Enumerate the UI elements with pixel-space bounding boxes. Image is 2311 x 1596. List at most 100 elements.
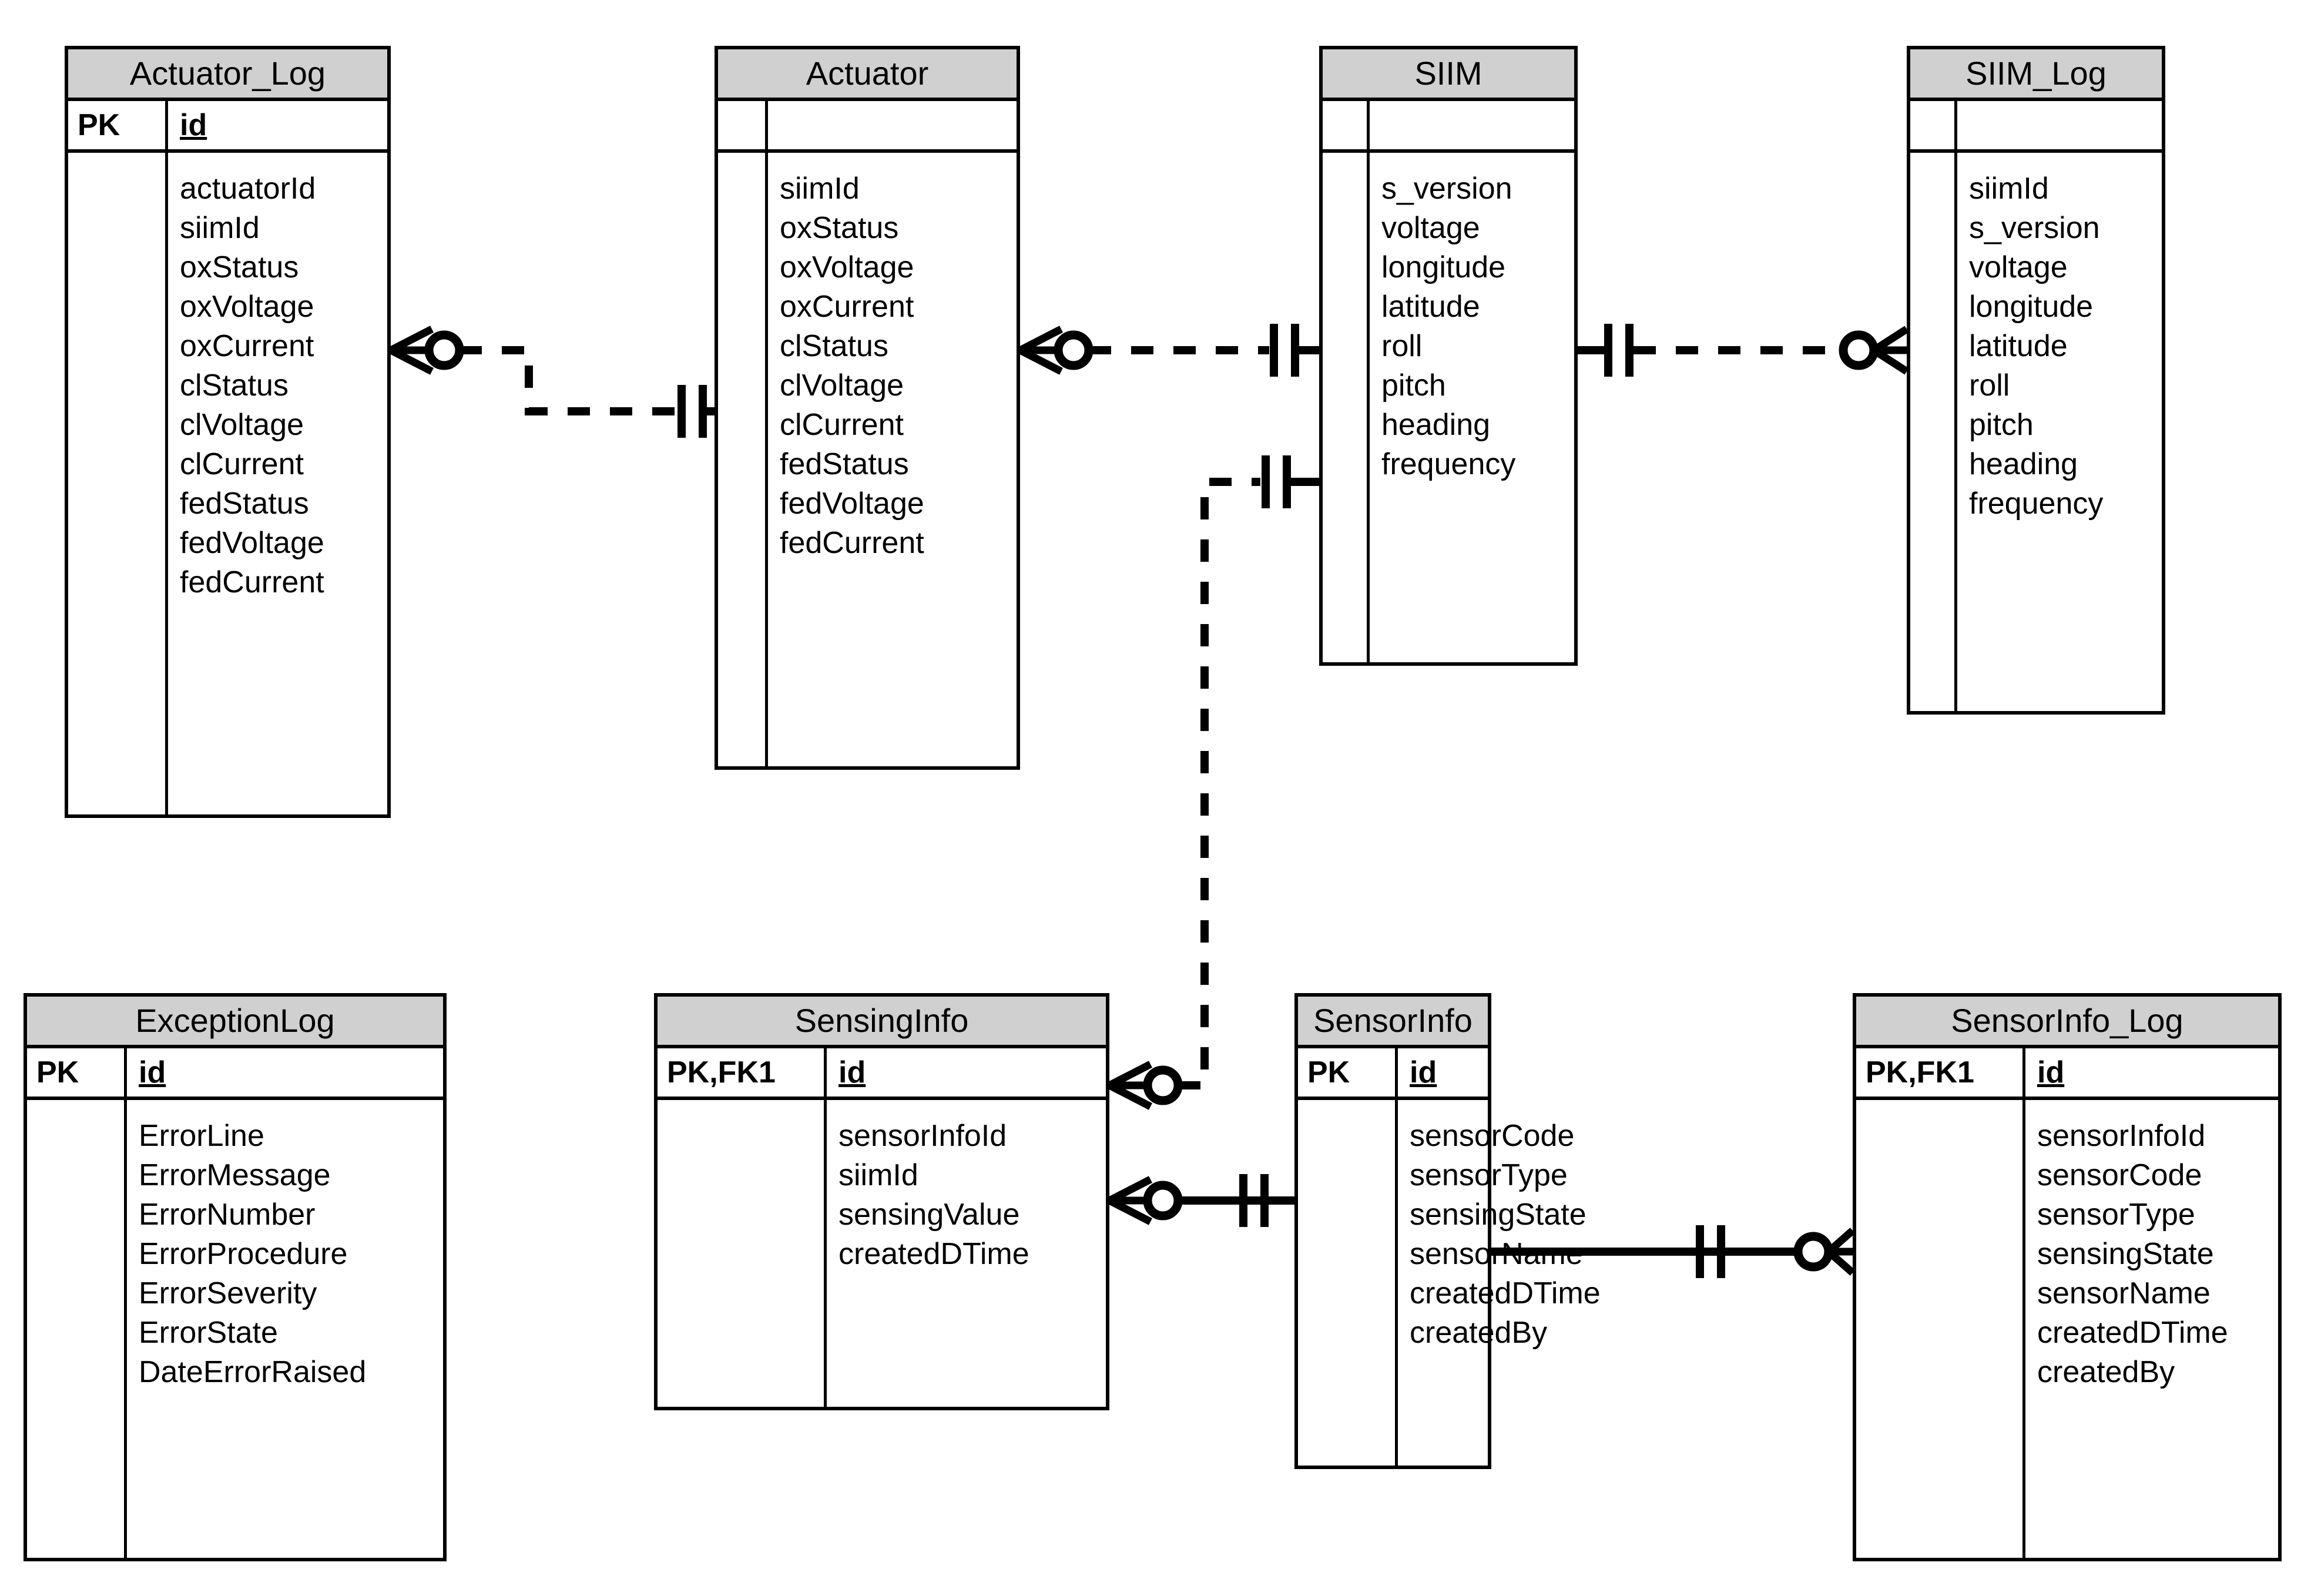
entity-title-sensing-info: SensingInfo [658,997,1106,1048]
attribute-item: ErrorSeverity [139,1276,317,1310]
key-label-actuator-log: PK [68,101,168,149]
entity-title-exception-log: ExceptionLog [27,997,443,1048]
attribute-item: oxVoltage [780,250,914,284]
key-field-text-sensor-info-log: id [2037,1055,2065,1089]
entity-title-actuator-log: Actuator_Log [68,49,387,101]
relationship-sensing-info-to-siim[interactable] [1108,455,1319,1110]
attribute-item: sensorCode [1410,1119,1575,1153]
exactly-one-icon [1578,324,1634,377]
exactly-one-icon [1262,455,1319,508]
attribute-item: oxStatus [780,211,899,245]
key-row-sensor-info-log: PK,FK1 id [1856,1048,2278,1100]
attribute-item: latitude [1969,329,2068,363]
exactly-one-icon [1270,324,1319,377]
attribute-item: sensingValue [838,1198,1020,1232]
key-label-sensor-info: PK [1298,1048,1398,1097]
key-label-actuator [718,101,768,149]
crowsfoot-zero-or-many-icon [1108,1061,1183,1110]
attribute-item: frequency [1381,447,1516,481]
attribute-item: latitude [1381,290,1480,324]
attribute-item: sensorType [2037,1198,2195,1232]
key-row-siim-log [1910,101,2162,153]
attribute-item: roll [1969,368,2010,403]
key-label-exception-log: PK [27,1048,127,1097]
key-field-exception-log: id [127,1048,166,1097]
attribute-item: sensorName [1410,1237,1583,1271]
key-row-sensor-info: PK id [1298,1048,1488,1100]
key-field-sensor-info-log: id [2025,1048,2064,1097]
attr-keycol-siim-log [1910,153,1957,711]
attribute-item: fedCurrent [180,565,324,599]
entity-title-siim-log: SIIM_Log [1910,49,2162,101]
attribute-item: clCurrent [780,408,904,442]
attribute-item: s_version [1969,211,2100,245]
attribute-item: oxStatus [180,250,299,284]
attribute-item: pitch [1381,368,1446,403]
attribute-item: oxCurrent [780,290,914,324]
attribute-item: clCurrent [180,447,304,481]
key-row-actuator-log: PK id [68,101,387,153]
attribute-item: siimId [180,211,260,245]
attr-keycol-actuator [718,153,768,766]
key-field-text-sensor-info: id [1410,1055,1437,1089]
attribute-item: createdBy [2037,1355,2175,1389]
attribute-item: fedStatus [780,447,909,481]
attr-keycol-sensor-info [1298,1100,1398,1466]
attribute-item: roll [1381,329,1423,363]
attribute-item: ErrorMessage [139,1158,331,1192]
attribute-item: sensorType [1410,1158,1568,1192]
attribute-item: fedCurrent [780,526,924,560]
attr-keycol-exception-log [27,1100,127,1558]
key-label-siim [1323,101,1370,149]
relationship-siim-to-siim-log[interactable] [1578,324,1909,377]
attribute-item: clVoltage [180,408,304,442]
relationship-actuator-log-to-actuator[interactable] [389,326,715,438]
key-row-actuator [718,101,1017,153]
attribute-item: siimId [1969,172,2049,206]
attribute-item: clStatus [180,368,289,403]
key-label-sensor-info-log: PK,FK1 [1856,1048,2025,1097]
attribute-item: DateErrorRaised [139,1355,367,1389]
key-field-text-actuator-log: id [180,108,207,142]
attr-keycol-actuator-log [68,153,168,814]
crowsfoot-zero-or-many-icon [1839,326,1909,375]
attribute-item: voltage [1381,211,1480,245]
attribute-item: sensingState [2037,1237,2214,1271]
attr-keycol-sensor-info-log [1856,1100,2025,1558]
attribute-item: clStatus [780,329,888,363]
attr-keycol-siim [1323,153,1370,662]
crowsfoot-zero-or-many-icon [1108,1176,1183,1225]
attribute-item: voltage [1969,250,2068,284]
connector-line [1178,478,1260,1089]
key-field-text-exception-log: id [139,1055,166,1089]
entity-title-sensor-info-log: SensorInfo_Log [1856,997,2278,1048]
exactly-one-icon [1696,1225,1725,1278]
relationship-sensing-info-to-sensor-info[interactable] [1108,1174,1294,1227]
attribute-item: fedStatus [180,487,309,521]
attribute-item: ErrorLine [139,1119,264,1153]
attribute-item: clVoltage [780,368,904,403]
key-row-sensing-info: PK,FK1 id [658,1048,1106,1100]
relationship-actuator-to-siim[interactable] [1018,324,1319,377]
attribute-item: ErrorState [139,1316,278,1350]
